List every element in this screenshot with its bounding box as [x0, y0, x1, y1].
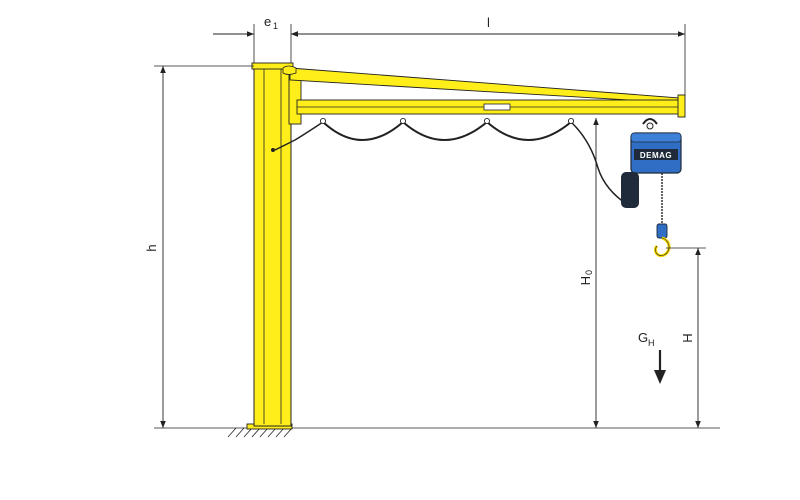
- load-arrow-icon: [654, 370, 666, 384]
- ground-hatch: [227, 427, 293, 438]
- dim-H: H: [666, 247, 706, 428]
- cable-trolleys: [319, 117, 575, 125]
- festoon-cable: [271, 117, 629, 206]
- GH-label: G: [638, 330, 648, 345]
- e1-label: e: [264, 14, 271, 29]
- top-pivot: [282, 65, 297, 75]
- dim-H0: H 0: [578, 118, 599, 428]
- ground: [227, 423, 720, 438]
- H0-label: H: [578, 276, 593, 285]
- hook-block: [653, 223, 671, 258]
- dim-l: l: [291, 15, 686, 96]
- dim-h: h: [144, 65, 254, 429]
- jib-plate: [483, 103, 511, 111]
- column-body: [253, 65, 292, 427]
- hoist-wheel: [646, 122, 654, 130]
- hoist-motor-cap: [630, 132, 682, 143]
- column: [251, 62, 294, 427]
- cable-to-column: [274, 121, 324, 151]
- hook-block-body: [656, 223, 668, 239]
- load-GH: G H: [638, 330, 666, 384]
- hoist-brand: DEMAG: [640, 151, 672, 160]
- jib-assembly: [282, 65, 686, 125]
- electric-hoist: DEMAG: [621, 118, 682, 226]
- cable-drop: [570, 121, 629, 206]
- cable-clamp: [271, 148, 275, 152]
- festoon-loop: [322, 120, 572, 141]
- GH-subscript: H: [648, 338, 655, 348]
- l-label: l: [487, 15, 490, 30]
- hoist-trolley: [642, 118, 658, 125]
- tie-bar: [289, 67, 681, 104]
- h-label: h: [144, 244, 159, 251]
- end-stop: [677, 94, 686, 118]
- e1-subscript: 1: [273, 21, 278, 31]
- H0-subscript: 0: [584, 270, 594, 275]
- chain-bag: [621, 172, 639, 208]
- H-label: H: [680, 333, 695, 342]
- dim-e1: e 1: [213, 14, 330, 63]
- hoist-brand-plate: [634, 149, 678, 160]
